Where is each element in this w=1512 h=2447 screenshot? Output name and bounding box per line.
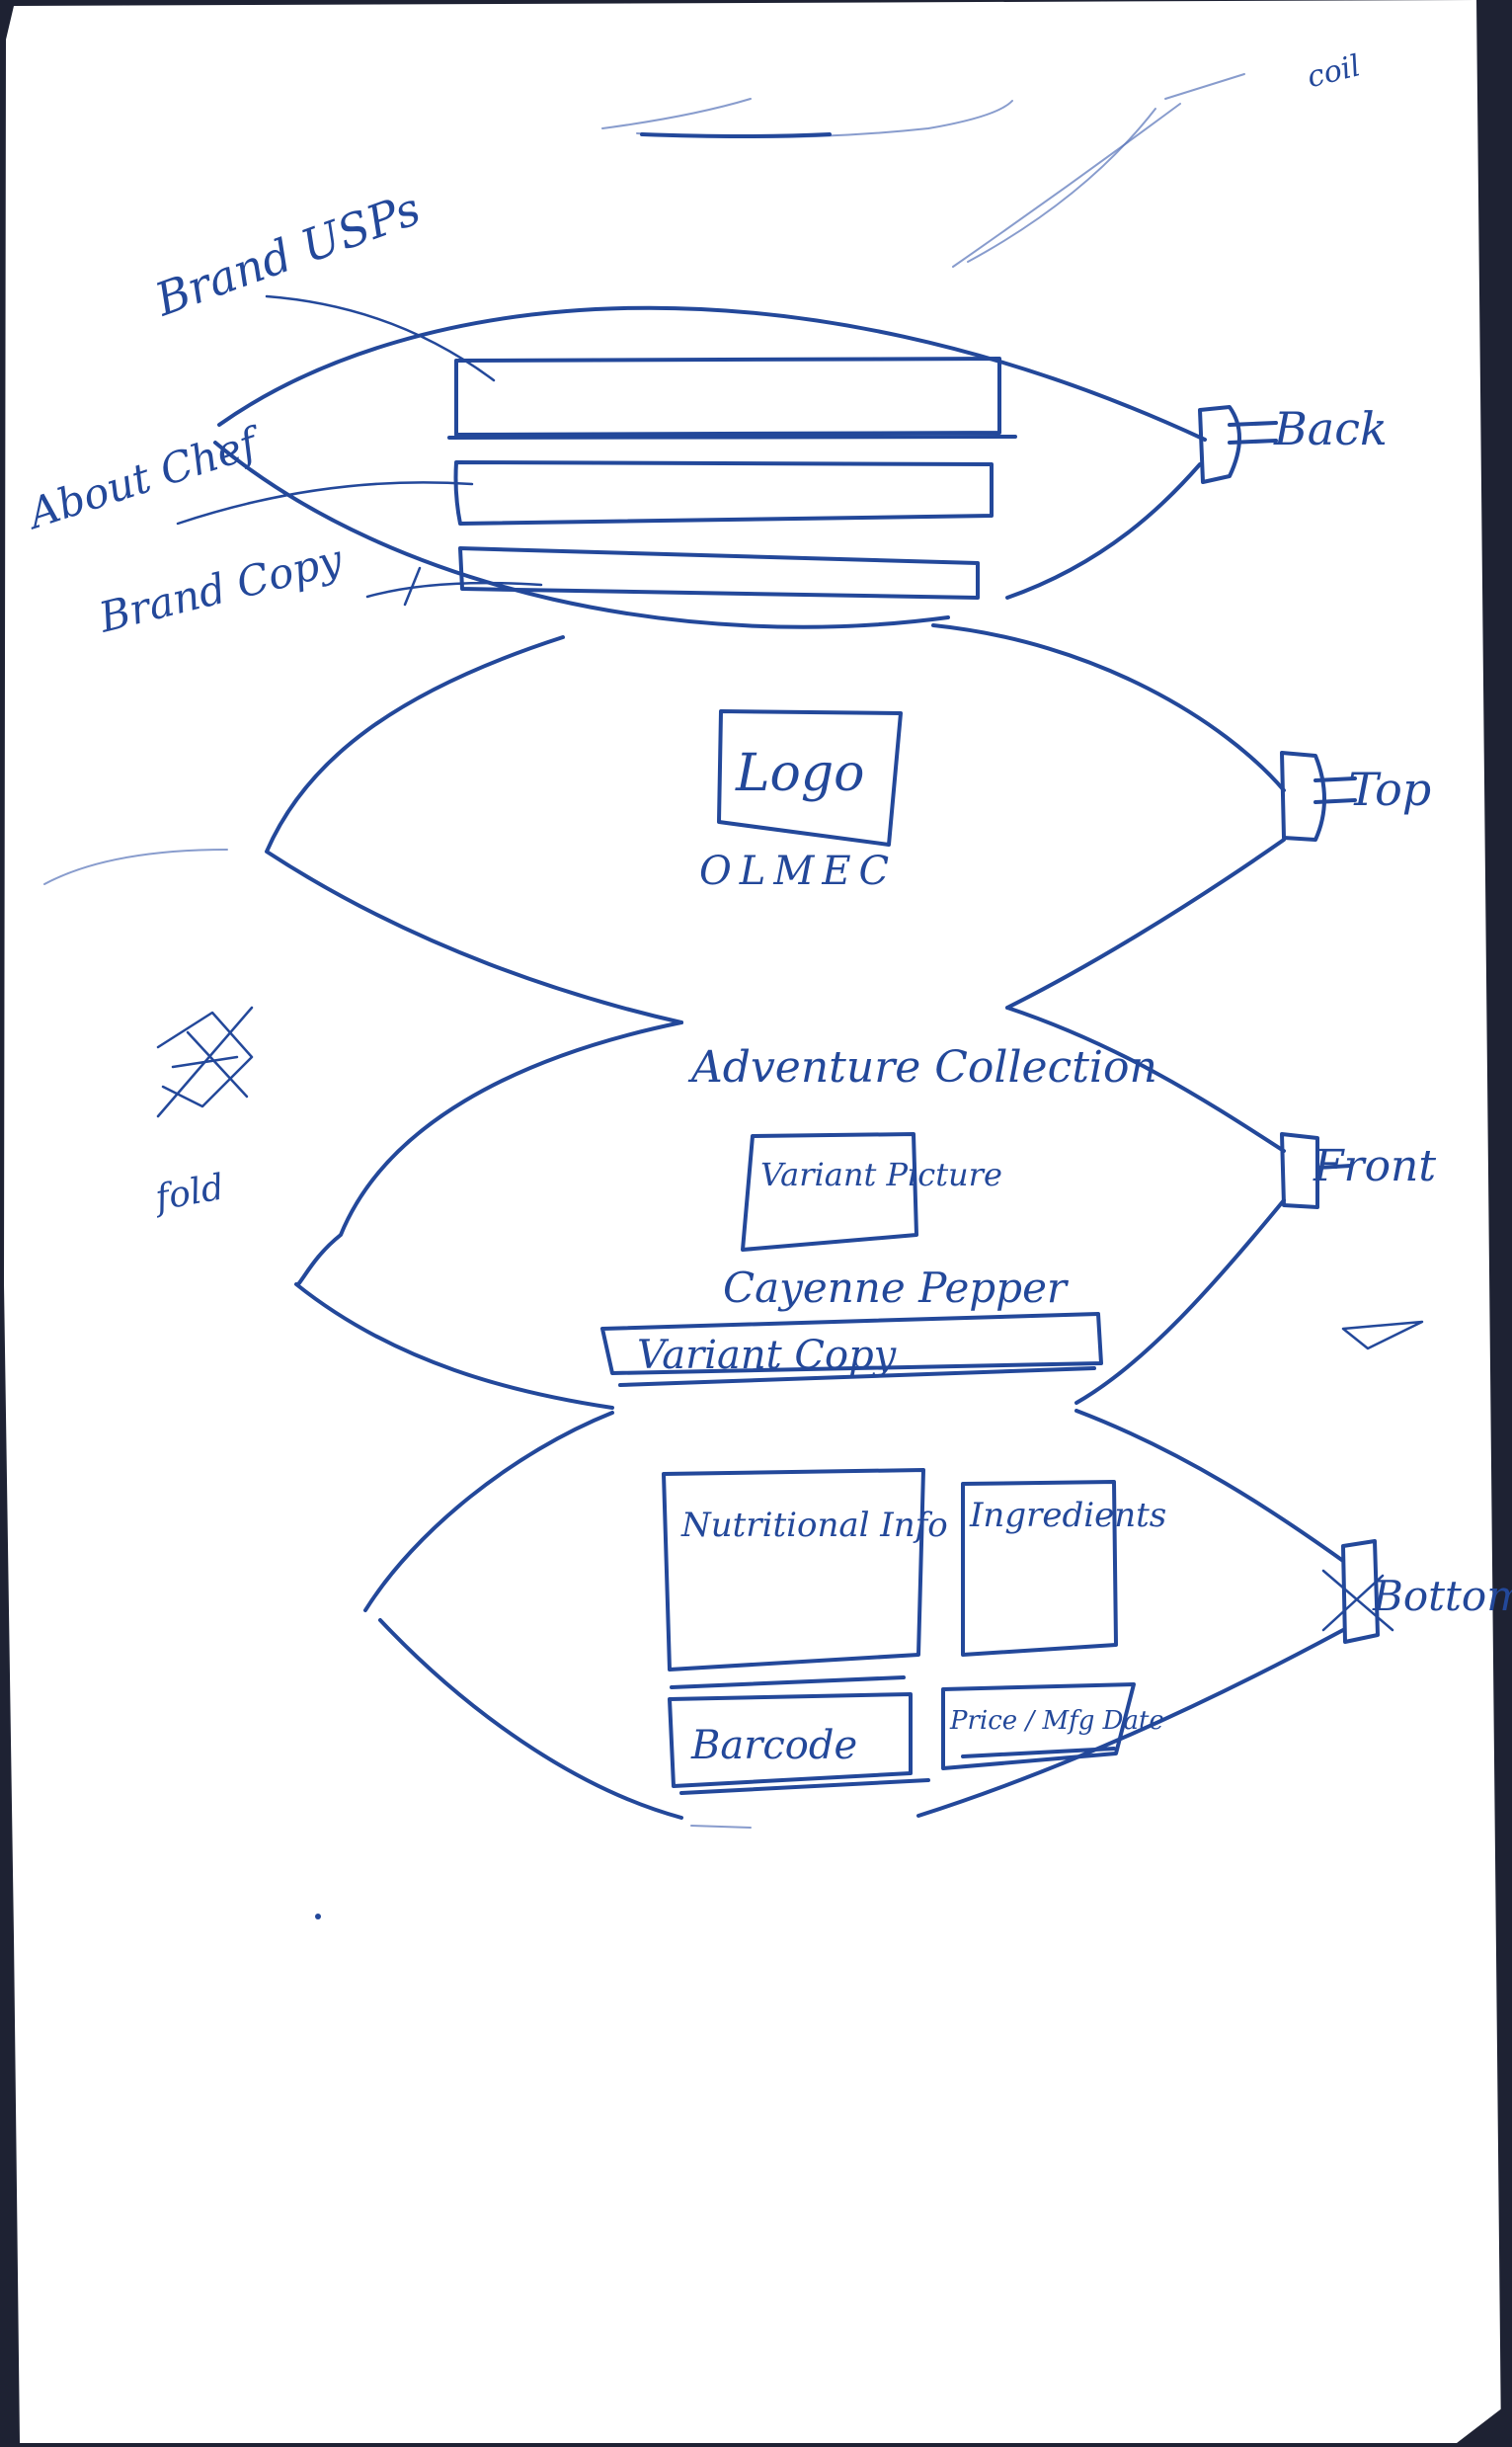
nutrition-box-label: Nutritional Info <box>680 1506 948 1545</box>
bottom-panel-outline <box>363 1411 614 1612</box>
variant-picture-box <box>741 1132 918 1252</box>
top-panel-outline <box>265 635 683 1024</box>
top-panel: Logo OLMEC Top <box>43 623 1431 1024</box>
variant-picture-label: Variant Picture <box>760 1156 1002 1193</box>
logo-box <box>717 709 903 847</box>
variant-copy-label: Variant Copy <box>637 1333 898 1378</box>
page-curl <box>1457 2401 1512 2443</box>
ink-dot <box>315 1914 321 1919</box>
price-box <box>941 1682 1136 1770</box>
variant-picture-text: Variant Picture <box>760 1156 1002 1193</box>
barcode-box-label: Barcode <box>690 1723 857 1768</box>
logo-box-label: Logo <box>735 744 864 803</box>
back-side-label: Back <box>1273 402 1388 455</box>
paper <box>4 0 1501 2443</box>
brand-copy-bar <box>458 546 980 600</box>
front-side-label: Front <box>1313 1141 1436 1191</box>
nutrition-box <box>662 1468 925 1672</box>
front-panel-outline <box>296 1020 683 1286</box>
bottom-panel: Nutritional Info Ingredients Barcode Pri… <box>363 1409 1512 1829</box>
top-side-label: Top <box>1348 763 1431 816</box>
barcode-box <box>668 1692 913 1788</box>
ingredients-box-label: Ingredients <box>969 1496 1166 1535</box>
variant-name: Cayenne Pepper <box>723 1264 1070 1312</box>
variant-copy-box <box>600 1312 1103 1375</box>
ingredients-box <box>961 1480 1118 1657</box>
about-chef-bar <box>453 460 994 526</box>
front-side-tab <box>1280 1132 1319 1209</box>
back-panel-outline <box>217 305 1207 442</box>
price-box-label: Price / Mfg Date <box>949 1706 1164 1736</box>
brand-name: OLMEC <box>699 849 897 894</box>
collection-title: Adventure Collection <box>687 1042 1157 1093</box>
bottom-side-label: Bottom <box>1372 1572 1512 1620</box>
usp-bar-1 <box>454 357 1001 437</box>
front-panel: Adventure Collection Variant Picture Cay… <box>294 1006 1436 1410</box>
